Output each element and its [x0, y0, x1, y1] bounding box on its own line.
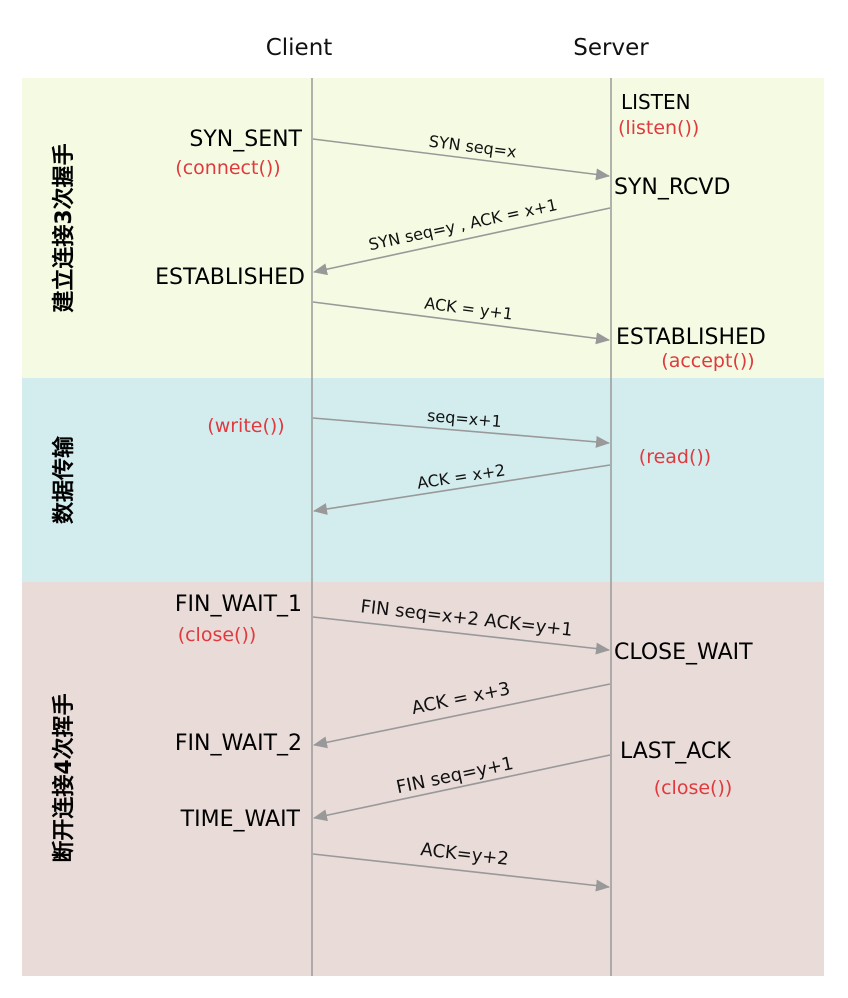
arrow-syn [312, 138, 610, 181]
arrow-fin-ack-2 [312, 853, 610, 892]
arrow-data [312, 417, 610, 448]
client-state-fin-wait-2: FIN_WAIT_2 [175, 731, 302, 756]
server-state-close-wait: CLOSE_WAIT [614, 640, 753, 665]
client-state-established: ESTABLISHED [155, 265, 305, 290]
client-state-time-wait: TIME_WAIT [180, 807, 301, 832]
transfer-phase-label: 数据传输 [51, 435, 77, 524]
server-state-syn-rcvd: SYN_RCVD [614, 175, 730, 200]
client-state-syn-sent: SYN_SENT [189, 127, 302, 152]
handshake-phase-label: 建立连接3次握手 [51, 143, 77, 312]
arrow-data-ack [313, 464, 611, 515]
client-call-connect: (connect()) [175, 157, 280, 179]
server-state-last-ack: LAST_ACK [620, 739, 731, 764]
client-call-close: (close()) [178, 624, 257, 646]
server-state-established: ESTABLISHED [616, 325, 766, 350]
server-call-close: (close()) [654, 777, 733, 799]
server-state-listen: LISTEN [621, 90, 691, 114]
teardown-phase-label: 断开连接4次挥手 [51, 693, 77, 862]
transfer-phase-bg [22, 378, 824, 582]
server-call-listen: (listen()) [618, 117, 699, 139]
arrow-fin-2 [313, 754, 611, 822]
client-header: Client [266, 35, 333, 61]
arrow-syn-ack [313, 207, 611, 276]
teardown-phase-bg [22, 582, 824, 976]
server-call-read: (read()) [639, 446, 711, 468]
arrow-ack [312, 301, 610, 345]
server-call-accept: (accept()) [661, 350, 754, 372]
arrow-fin-1 [312, 616, 610, 655]
client-call-write: (write()) [207, 415, 284, 437]
client-state-fin-wait-1: FIN_WAIT_1 [175, 592, 302, 617]
server-header: Server [573, 35, 649, 61]
arrow-fin-ack-1 [313, 683, 611, 749]
handshake-phase-bg [22, 78, 824, 378]
